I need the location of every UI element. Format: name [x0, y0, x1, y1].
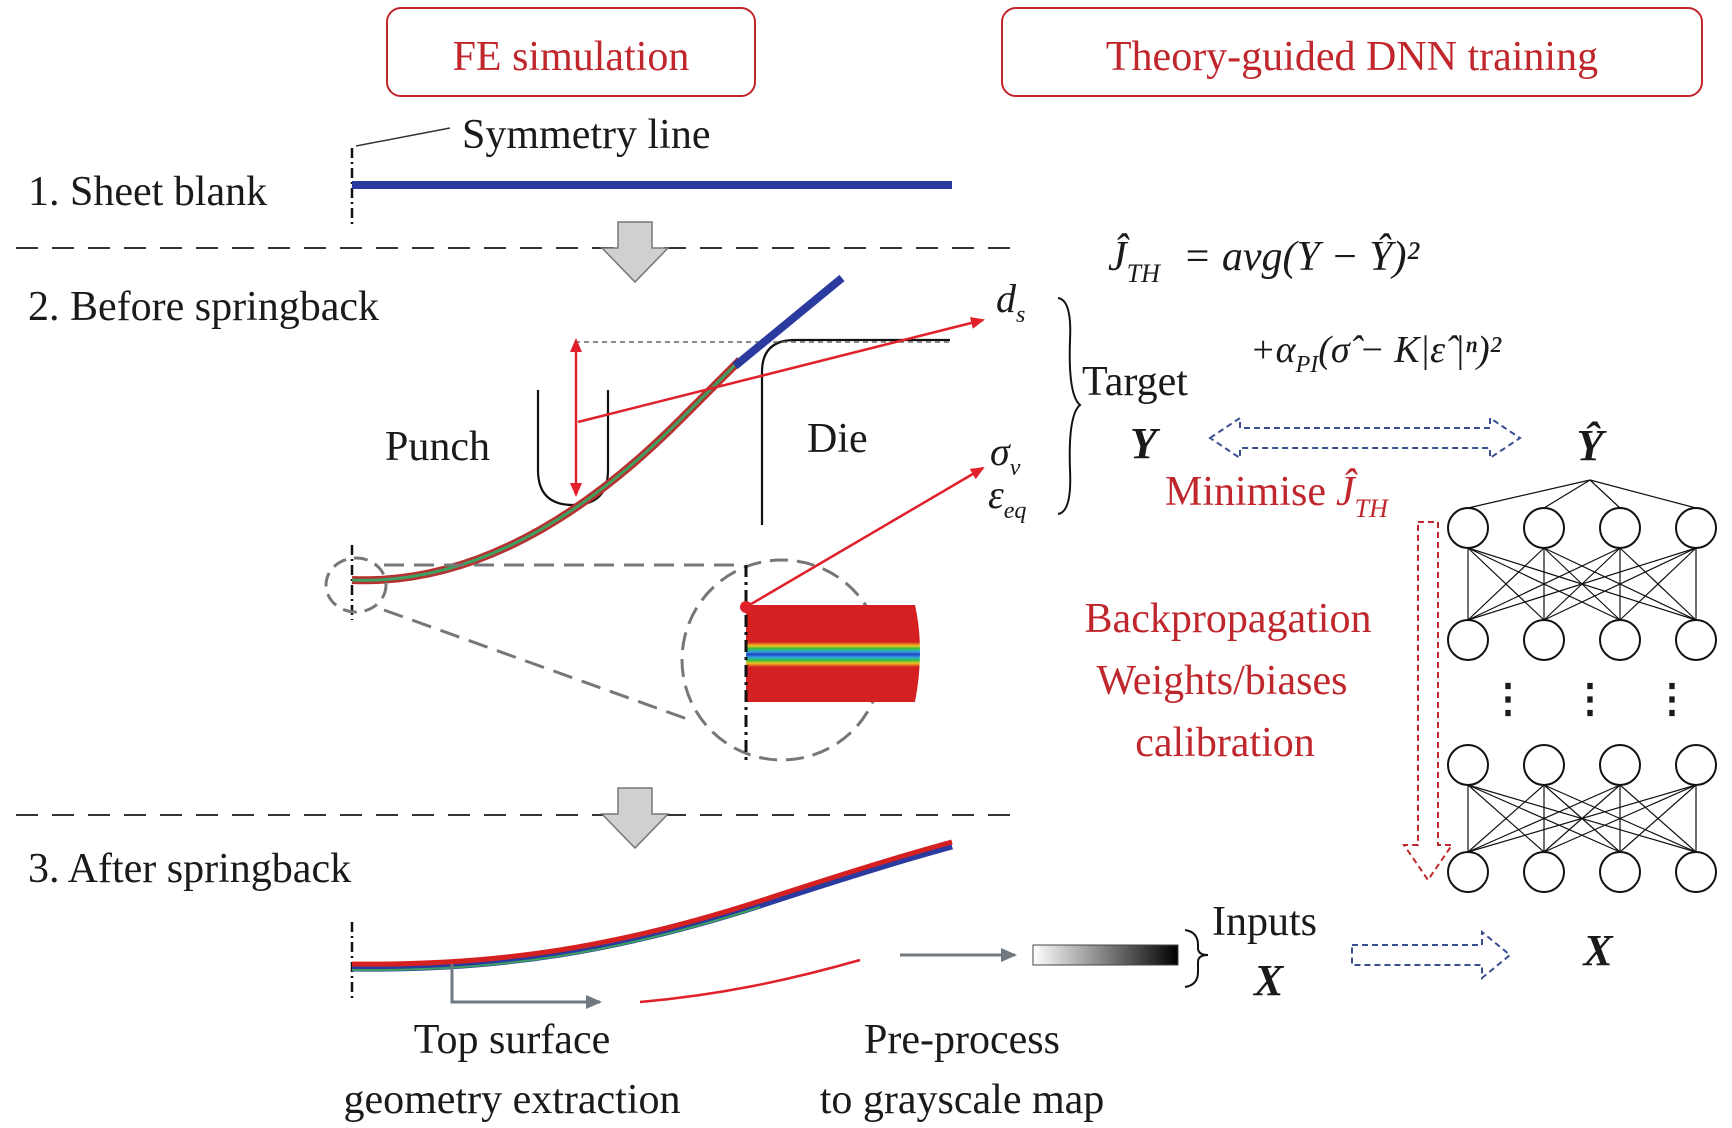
- grayscale-map: [1032, 944, 1179, 966]
- inputs-label: Inputs: [1212, 899, 1317, 945]
- target-y-label: Y: [1130, 419, 1161, 468]
- equation-line-1: = avg(Y − Ŷ)²: [1183, 233, 1421, 280]
- fe-simulation-header: FE simulation: [386, 7, 756, 97]
- fe-simulation-title: FE simulation: [453, 34, 690, 80]
- network-connection: [1467, 547, 1621, 621]
- target-label: Target: [1082, 359, 1188, 405]
- network-connection: [1467, 547, 1697, 621]
- zoom-line-bottom: [383, 608, 691, 722]
- zoom-source-ellipse: [324, 556, 388, 614]
- preprocess-label-2: to grayscale map: [820, 1077, 1105, 1123]
- top-surface-label-1: Top surface: [414, 1017, 610, 1063]
- network-ellipsis: ⋮: [1488, 676, 1528, 721]
- symmetry-leader-line: [355, 127, 451, 147]
- stress-pointer-arrow: [745, 466, 985, 609]
- network-neuron: [1675, 507, 1717, 549]
- network-neuron: [1523, 851, 1565, 893]
- sprungback-sheet-base: [351, 842, 953, 972]
- preprocess-label-1: Pre-process: [864, 1017, 1060, 1063]
- network-connection: [1467, 784, 1545, 853]
- network-connection: [1467, 784, 1621, 853]
- network-neuron: [1523, 507, 1565, 549]
- network-neuron: [1447, 619, 1489, 661]
- dnn-training-header: Theory-guided DNN training: [1001, 7, 1703, 97]
- network-connection: [1619, 784, 1697, 853]
- deformed-sheet-outer: [351, 357, 743, 585]
- inputs-arrow: [1351, 929, 1512, 981]
- deformed-sheet-core: [351, 358, 742, 582]
- stage-3-label: 3. After springback: [28, 846, 351, 892]
- sprungback-sheet-top: [351, 839, 953, 967]
- network-neuron: [1599, 851, 1641, 893]
- network-neuron: [1675, 851, 1717, 893]
- network-connection: [1467, 547, 1545, 621]
- extraction-arrow: [450, 964, 602, 1009]
- backprop-arrow: [1402, 521, 1454, 882]
- network-neuron: [1523, 744, 1565, 786]
- network-neuron: [1675, 744, 1717, 786]
- network-connection: [1619, 547, 1697, 621]
- network-connection: [1543, 547, 1697, 621]
- inputs-brace: [1184, 929, 1209, 988]
- die-label: Die: [807, 416, 868, 462]
- sigma-label: σv: [990, 429, 1021, 481]
- ds-pointer-arrow: [577, 317, 985, 424]
- network-ellipsis: ⋮: [1652, 676, 1692, 721]
- weights-label: Weights/biases: [1097, 658, 1348, 704]
- network-neuron: [1675, 619, 1717, 661]
- symmetry-line-label: Symmetry line: [462, 112, 710, 158]
- neural-network: ⋮ ⋮ ⋮: [1447, 479, 1717, 893]
- network-neuron: [1447, 851, 1489, 893]
- minimise-double-arrow: [1208, 416, 1522, 460]
- top-surface-label-2: geometry extraction: [343, 1077, 680, 1123]
- ds-label: ds: [996, 276, 1025, 328]
- network-neuron: [1599, 507, 1641, 549]
- stress-distribution-patch: [746, 605, 920, 702]
- down-arrow-2: [600, 787, 670, 850]
- calibration-label: calibration: [1135, 720, 1315, 766]
- die-shape: [760, 338, 950, 525]
- output-connection: [1589, 479, 1697, 509]
- network-neuron: [1447, 507, 1489, 549]
- equation-j: ĴTH: [1108, 233, 1161, 288]
- punch-label: Punch: [385, 424, 490, 470]
- network-connection: [1543, 784, 1697, 853]
- sheet-blank: [352, 181, 952, 189]
- network-ellipsis: ⋮: [1570, 676, 1610, 721]
- network-neuron: [1447, 744, 1489, 786]
- dnn-training-title: Theory-guided DNN training: [1106, 34, 1598, 80]
- equation-line-2: +αPI(σ̂ − K|ε̂ |ⁿ)²: [1250, 329, 1502, 378]
- epsilon-label: εeq: [988, 472, 1026, 524]
- inputs-x-label: X: [1252, 956, 1285, 1005]
- network-neuron: [1523, 619, 1565, 661]
- output-connection: [1589, 479, 1621, 509]
- sprungback-sheet-mid: [351, 906, 761, 972]
- network-input-label: X: [1581, 926, 1614, 975]
- output-connection: [1543, 479, 1591, 509]
- deformed-sheet-flange: [732, 274, 845, 370]
- backprop-label: Backpropagation: [1085, 596, 1372, 642]
- stage-1-label: 1. Sheet blank: [28, 169, 267, 215]
- network-connection: [1467, 784, 1697, 853]
- extracted-top-surface: [639, 958, 861, 1004]
- output-connection: [1467, 479, 1591, 509]
- network-neuron: [1599, 744, 1641, 786]
- network-neuron: [1599, 619, 1641, 661]
- stage-2-label: 2. Before springback: [28, 284, 379, 330]
- target-brace: [1057, 297, 1082, 515]
- loss-equation: ĴTH = avg(Y − Ŷ)² +αPI(σ̂ − K|ε̂ |ⁿ)²: [1108, 233, 1502, 378]
- network-output-label: Ŷ: [1577, 421, 1608, 470]
- down-arrow-1: [600, 221, 670, 284]
